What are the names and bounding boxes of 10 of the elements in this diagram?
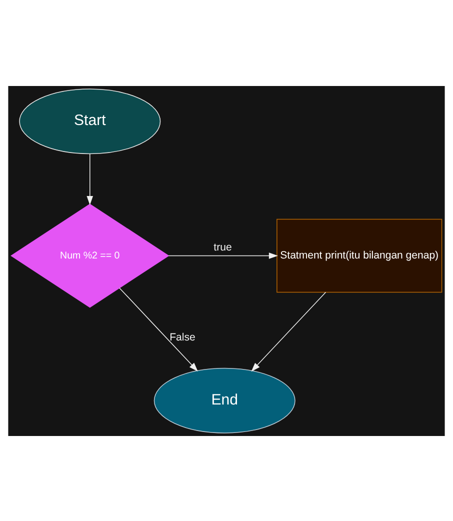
node-diamond: Num %2 == 0 xyxy=(10,203,170,308)
arrow xyxy=(119,287,198,371)
node-ellipse: Start xyxy=(19,88,161,154)
edge-label: False xyxy=(170,331,196,344)
arrow xyxy=(168,252,278,258)
arrow xyxy=(251,291,326,372)
node-box: Statment print(itu bilangan genap) xyxy=(276,218,442,292)
arrow xyxy=(86,153,94,205)
edge-label: true xyxy=(214,241,232,254)
node-ellipse: End xyxy=(154,367,296,433)
